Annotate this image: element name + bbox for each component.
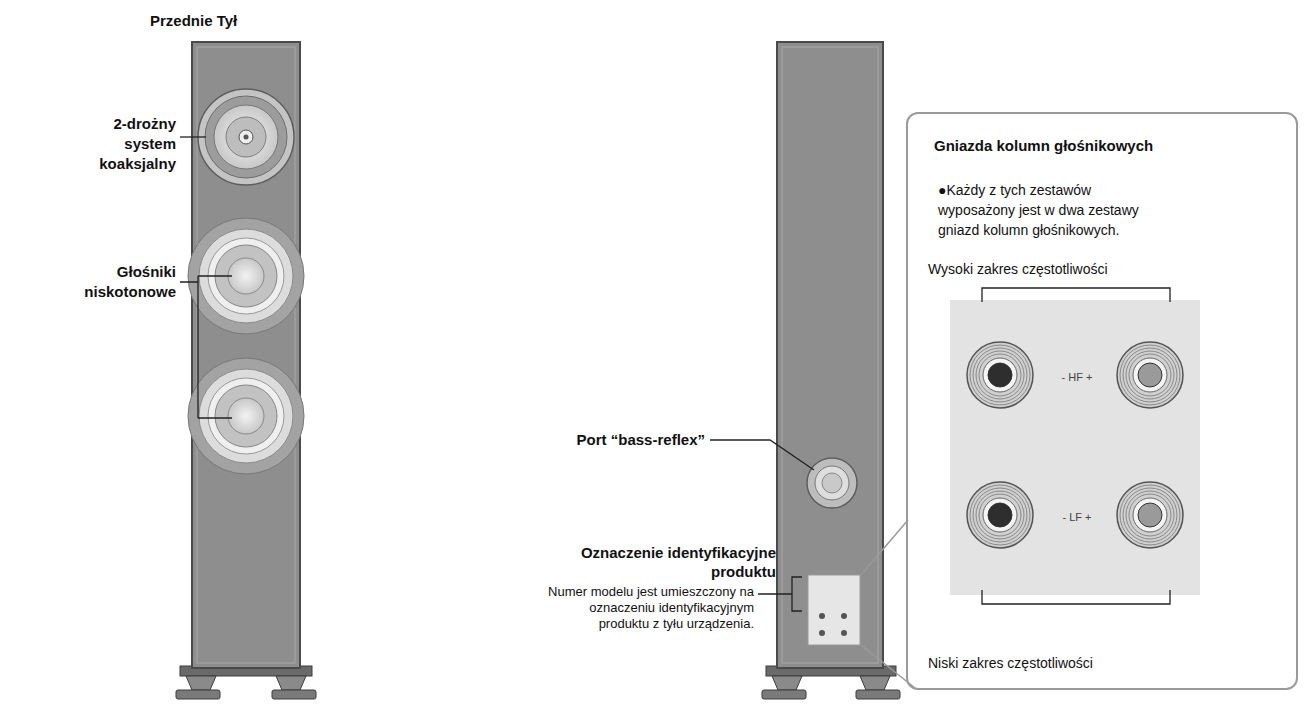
note-text: Numer modelu jest umieszczony na oznacze… — [540, 584, 754, 632]
range-label: Wysoki zakres częstotliwości — [928, 260, 1258, 278]
leader-bracket — [180, 276, 232, 418]
terminal-panel: - HF + - LF + — [952, 302, 1202, 597]
leader-line — [710, 440, 814, 470]
part-label: Port “bass-reflex” — [545, 430, 705, 450]
leader-line — [180, 136, 206, 137]
range-label: Niski zakres częstotliwości — [928, 654, 1258, 672]
part-label: 2-drożny system koaksjalny — [72, 114, 176, 174]
terminal-label: - HF + — [1027, 370, 1127, 384]
callout-note: ●Każdy z tych zestawów wyposażony jest w… — [938, 180, 1143, 240]
back-speaker — [762, 42, 900, 699]
part-label: Głośniki niskotonowe — [56, 262, 176, 302]
terminal-label: - LF + — [1027, 510, 1127, 524]
bracket — [982, 590, 1170, 604]
speaker-terminals — [967, 342, 1183, 548]
leader-bracket — [758, 577, 802, 611]
callout-heading: Gniazda kolumn głośnikowych — [934, 136, 1264, 156]
terminal-plate — [950, 300, 1200, 595]
part-label: Oznaczenie identyfikacyjne produktu — [520, 543, 776, 581]
bracket — [982, 288, 1170, 302]
callout-panel-ground — [907, 113, 1297, 689]
callout-panel: Gniazda kolumn głośnikowych ●Każdy z tych… — [906, 112, 1298, 690]
view-heading: Przednie Tył — [150, 12, 350, 30]
front-speaker — [176, 42, 316, 699]
